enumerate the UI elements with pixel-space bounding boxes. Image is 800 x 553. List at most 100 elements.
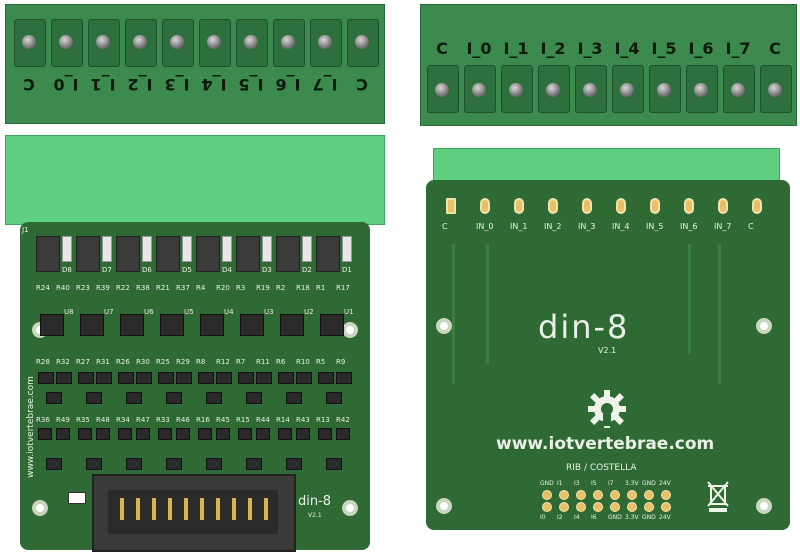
trace: [486, 244, 489, 364]
transistor: [286, 392, 302, 404]
resistor-label: R8: [196, 358, 206, 366]
chip-label: U8: [64, 308, 74, 316]
resistor-label: R43: [296, 416, 310, 424]
led-label: D5: [182, 266, 192, 274]
transistor: [278, 372, 294, 384]
transistor: [118, 372, 134, 384]
transistor: [78, 372, 94, 384]
header-pin: [264, 498, 268, 520]
solder-pad: [684, 198, 694, 214]
resistor-label: R4: [196, 284, 206, 292]
diode-chip: [196, 236, 220, 272]
terminal-label: C: [769, 39, 781, 58]
resistor-label: R29: [176, 358, 190, 366]
resistor-label: R49: [56, 416, 70, 424]
resistor: [296, 428, 310, 440]
header-pad: [627, 490, 637, 500]
mount-hole-bl: [32, 500, 48, 516]
resistor-label: R33: [156, 416, 170, 424]
resistor: [216, 428, 230, 440]
resistor: [78, 428, 92, 440]
terminal-label: I_6: [688, 39, 714, 58]
transistor: [286, 458, 302, 470]
terminal-label: I_0: [466, 39, 492, 58]
led-label: D4: [222, 266, 232, 274]
transistor: [38, 372, 54, 384]
header-pad: [576, 502, 586, 512]
resistor-label: R38: [136, 284, 150, 292]
resistor-label: R22: [116, 284, 130, 292]
resistor-label: R30: [136, 358, 150, 366]
board-name-back: din-8: [538, 308, 630, 346]
header-pad: [661, 502, 671, 512]
resistor: [278, 428, 292, 440]
header-pin: [248, 498, 252, 520]
terminal-label: C: [23, 75, 35, 94]
header-top-label: 24V: [659, 480, 671, 487]
transistor: [256, 372, 272, 384]
header-top-label: 3.3V: [625, 480, 639, 487]
back-hole-tr: [756, 318, 772, 334]
resistor-label: R40: [56, 284, 70, 292]
resistor-label: R6: [276, 358, 286, 366]
small-component: [68, 492, 86, 504]
back-hole-br: [756, 498, 772, 514]
resistor: [56, 428, 70, 440]
pin-label: IN_2: [544, 222, 562, 231]
idc-inner: [108, 490, 278, 534]
transistor: [86, 458, 102, 470]
transistor: [56, 372, 72, 384]
header-top-label: GND: [540, 480, 554, 487]
diode-chip: [156, 236, 180, 272]
header-pin: [136, 498, 140, 520]
resistor: [318, 428, 332, 440]
terminal-label: C: [356, 75, 368, 94]
terminal-label: I_1: [503, 39, 529, 58]
transistor: [238, 372, 254, 384]
screw-icon: [96, 35, 110, 49]
diode-chip: [236, 236, 260, 272]
transistor: [246, 392, 262, 404]
chip-label: U3: [264, 308, 274, 316]
terminal-label: I_3: [577, 39, 603, 58]
transistor: [166, 458, 182, 470]
header-bottom-label: GND: [608, 514, 622, 521]
terminal-label: I_5: [238, 75, 264, 94]
transistor: [318, 372, 334, 384]
resistor-label: R25: [156, 358, 170, 366]
diode-chip: [76, 236, 100, 272]
resistor-label: R12: [216, 358, 230, 366]
chip-label: U6: [144, 308, 154, 316]
header-pin: [232, 498, 236, 520]
header-top-label: I7: [608, 480, 614, 487]
trace: [718, 244, 721, 384]
led: [342, 236, 352, 262]
led: [302, 236, 312, 262]
mount-hole-tr: [342, 322, 358, 338]
resistor-label: R21: [156, 284, 170, 292]
screw-icon: [59, 35, 73, 49]
header-bottom-label: 24V: [659, 514, 671, 521]
resistor: [136, 428, 150, 440]
header-pad: [644, 490, 654, 500]
terminal-label: I_2: [540, 39, 566, 58]
recycle-bin-icon: [707, 481, 729, 512]
version-back: V2.1: [598, 346, 617, 355]
led-label: D2: [302, 266, 312, 274]
solder-pad: [752, 198, 762, 214]
solder-pad: [650, 198, 660, 214]
header-pin: [168, 498, 172, 520]
screw-icon: [583, 83, 597, 97]
resistor-label: R3: [236, 284, 246, 292]
resistor-label: R46: [176, 416, 190, 424]
trace: [688, 244, 691, 354]
diode-chip: [316, 236, 340, 272]
transistor: [216, 372, 232, 384]
resistor-label: R19: [256, 284, 270, 292]
resistor-label: R34: [116, 416, 130, 424]
resistor: [198, 428, 212, 440]
resistor: [118, 428, 132, 440]
